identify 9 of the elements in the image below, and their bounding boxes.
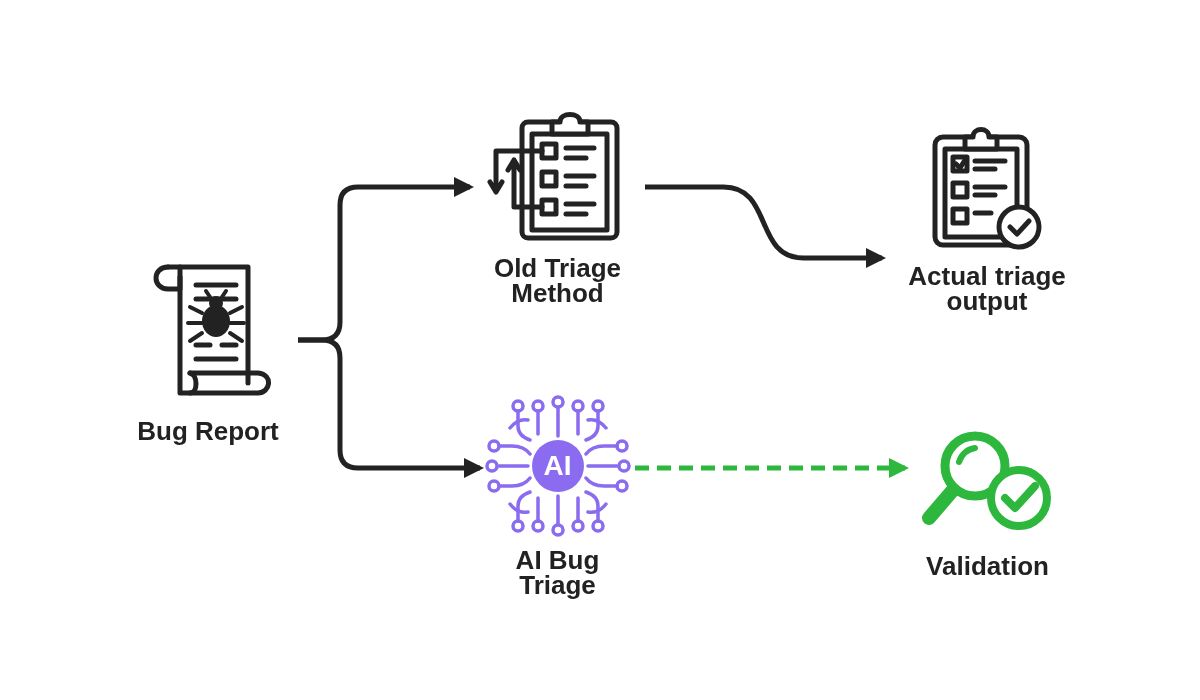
node-caption: Bug Report bbox=[137, 419, 279, 444]
dashed-arrow bbox=[635, 458, 909, 478]
arrow bbox=[298, 337, 484, 478]
node-caption: Validation bbox=[926, 554, 1049, 579]
node-caption: AI Bug Triage bbox=[514, 548, 601, 598]
arrow bbox=[645, 184, 886, 268]
node-caption: Actual triage output bbox=[907, 264, 1067, 314]
node-caption: Old Triage Method bbox=[492, 256, 623, 306]
chip-label: AI bbox=[543, 450, 572, 482]
